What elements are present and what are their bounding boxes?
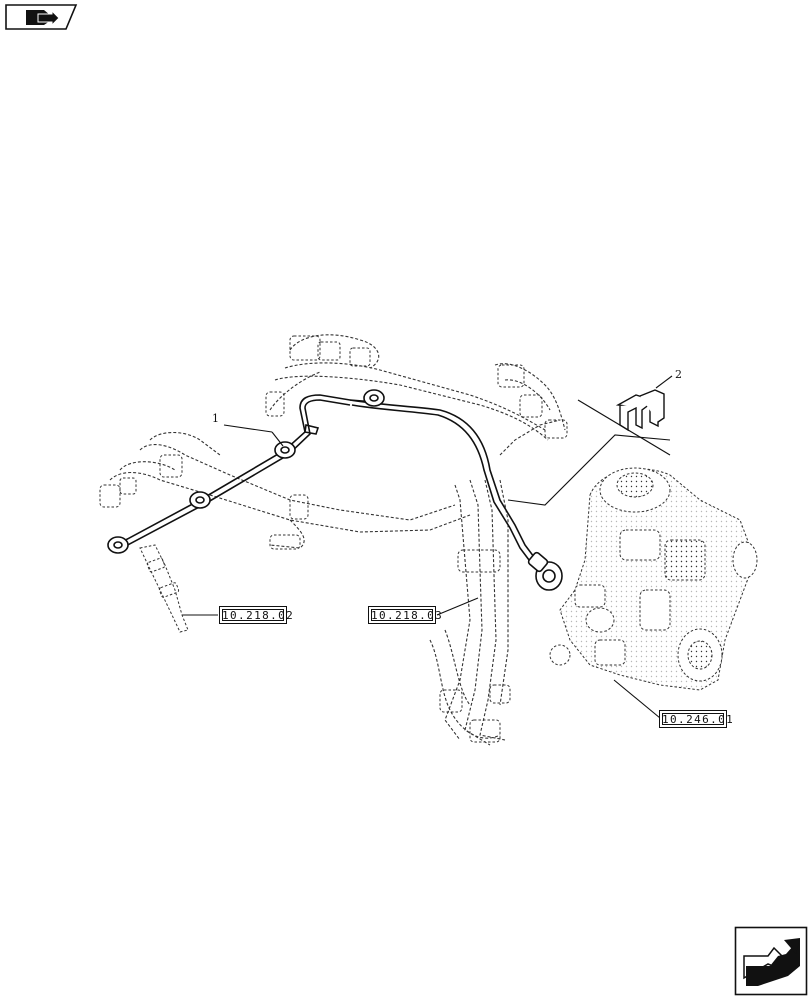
injector-part	[139, 544, 189, 633]
phantom-fittings	[99, 335, 568, 743]
banjo-fittings	[107, 389, 563, 591]
fuel-leak-off-pipe	[119, 394, 541, 569]
callout-item-1: 1	[212, 412, 219, 425]
reference-pipes[interactable]: 10.218.03	[368, 606, 442, 624]
phantom-pipes	[109, 334, 566, 746]
reference-pump[interactable]: 10.246.01	[659, 710, 733, 728]
next-page-icon[interactable]	[734, 926, 808, 996]
reference-injector[interactable]: 10.218.02	[219, 606, 293, 624]
pipe-clip-part	[615, 389, 665, 432]
callout-item-2: 2	[675, 368, 682, 381]
previous-page-icon[interactable]	[4, 4, 78, 30]
next-arrow-glyph-icon	[743, 938, 800, 986]
injection-pump-part	[549, 467, 758, 691]
arrow-glyph-icon	[26, 9, 60, 27]
